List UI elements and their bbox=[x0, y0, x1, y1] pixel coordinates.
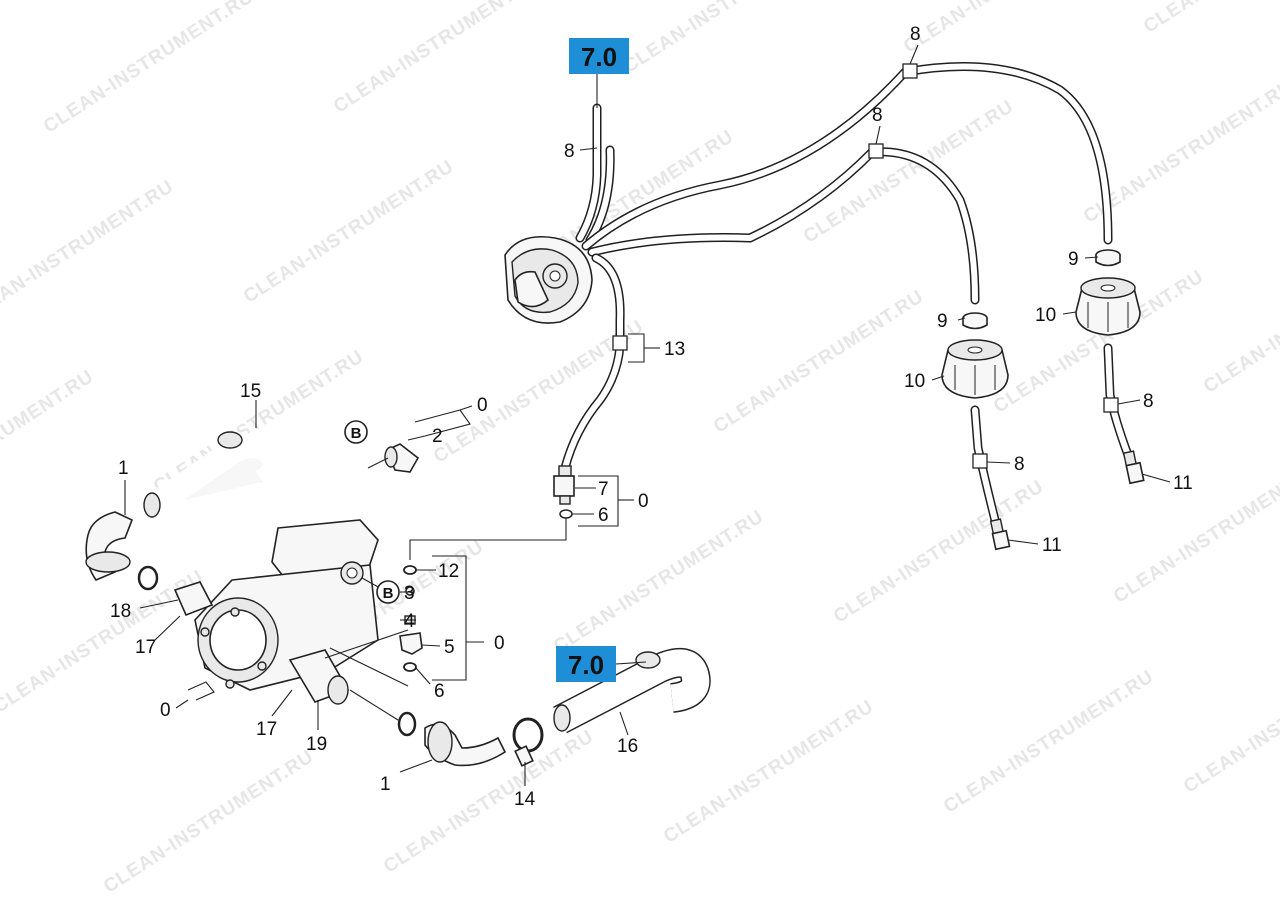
callout-fitting-11-left: 11 bbox=[1042, 535, 1062, 556]
callout-hose-16: 16 bbox=[617, 736, 638, 757]
hose-15 bbox=[142, 431, 288, 519]
leader-lines bbox=[124, 44, 1171, 786]
badge-bottom-text: 7.0 bbox=[568, 650, 604, 680]
callout-group-0-check: 0 bbox=[494, 633, 505, 654]
callout-seal-9-right: 9 bbox=[1068, 249, 1079, 270]
hose-network bbox=[560, 61, 1133, 525]
badge-top-text: 7.0 bbox=[581, 42, 617, 72]
cap-assembly-right bbox=[1075, 249, 1141, 336]
callout-cap-5: 5 bbox=[444, 637, 455, 658]
callout-hose-8-top: 8 bbox=[564, 141, 575, 162]
svg-text:B: B bbox=[351, 425, 362, 442]
marker-b-left: B bbox=[344, 420, 368, 444]
hose-joints bbox=[612, 63, 1119, 469]
svg-text:B: B bbox=[383, 585, 394, 602]
selector-valve-head bbox=[504, 236, 593, 324]
hose-clamp bbox=[512, 717, 544, 767]
callout-tube-8-right-lower: 8 bbox=[1143, 391, 1154, 412]
callout-hose-13: 13 bbox=[664, 339, 685, 360]
callout-hose-15: 15 bbox=[240, 381, 261, 402]
reference-badge-bottom: 7.0 bbox=[556, 646, 616, 682]
cap-assembly-left bbox=[941, 312, 1009, 399]
callout-clamp-14: 14 bbox=[514, 789, 536, 810]
callout-cap-10-right: 10 bbox=[1035, 305, 1056, 326]
callout-group-0-valve: 0 bbox=[638, 491, 649, 512]
valve-fitting bbox=[553, 465, 575, 519]
callout-ball-3: 3 bbox=[404, 583, 415, 604]
fitting-right bbox=[1122, 450, 1145, 485]
callout-hose-8-a: 8 bbox=[910, 24, 921, 45]
callout-oring-6-bottom: 6 bbox=[434, 681, 445, 702]
callout-spring-4: 4 bbox=[404, 611, 415, 632]
callout-hose-8-b: 8 bbox=[872, 105, 883, 126]
callout-group-0-pump: 0 bbox=[160, 700, 171, 721]
fitting-left bbox=[989, 518, 1011, 551]
callout-group-0-plug: 0 bbox=[477, 395, 488, 416]
callout-tube-8-left-lower: 8 bbox=[1014, 454, 1025, 475]
callout-elbow-1-top: 1 bbox=[118, 458, 129, 479]
plug-part bbox=[384, 443, 420, 473]
callout-nipple-19: 19 bbox=[306, 734, 327, 755]
callout-cap-10-left: 10 bbox=[904, 371, 925, 392]
callout-labels: 8 8 8 9 9 10 10 8 8 11 11 13 7 6 0 0 2 1… bbox=[110, 24, 1193, 810]
callout-valve-7: 7 bbox=[598, 479, 609, 500]
callout-nipple-18: 18 bbox=[110, 601, 131, 622]
pump-body bbox=[137, 519, 417, 737]
reference-badge-top: 7.0 bbox=[569, 38, 629, 74]
callout-seal-9-left: 9 bbox=[937, 311, 948, 332]
elbow-top bbox=[85, 511, 134, 581]
elbow-bottom bbox=[424, 721, 507, 767]
callout-elbow-1-bottom: 1 bbox=[380, 774, 391, 795]
callout-fitting-11-right: 11 bbox=[1173, 473, 1193, 494]
callout-connector-17-bottom: 17 bbox=[256, 719, 277, 740]
callout-connector-17-top: 17 bbox=[135, 637, 156, 658]
callout-plug-2: 2 bbox=[432, 426, 443, 447]
marker-b-right: B bbox=[376, 580, 400, 604]
callout-oring-6-top: 6 bbox=[598, 505, 609, 526]
hose-16 bbox=[553, 647, 711, 734]
callout-oring-12: 12 bbox=[438, 561, 459, 582]
